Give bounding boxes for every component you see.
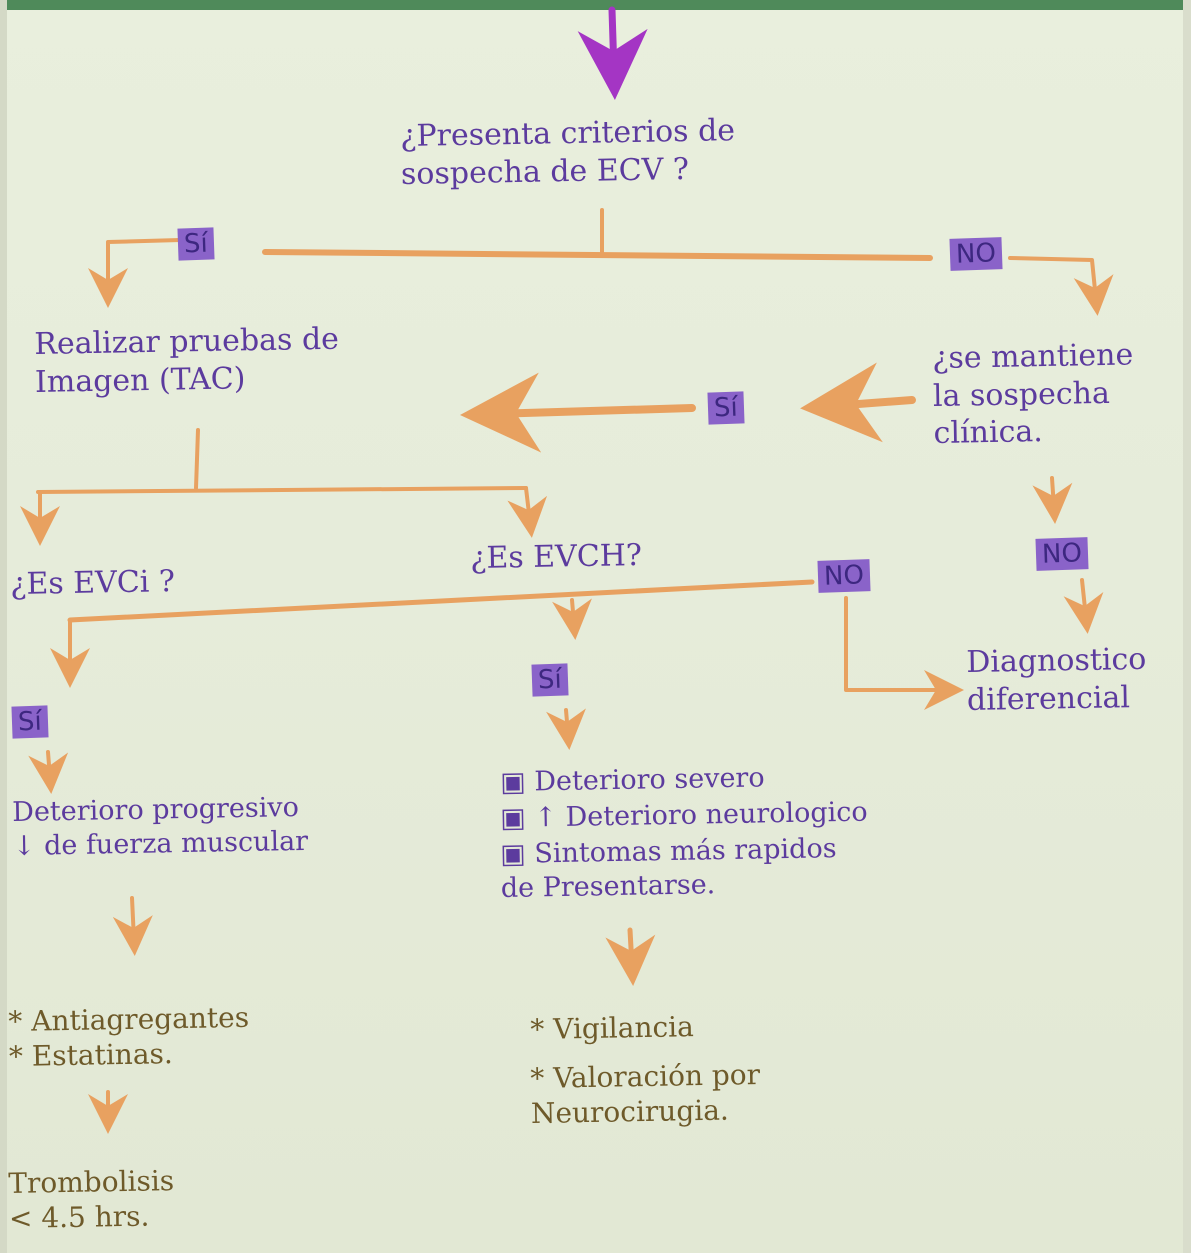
checkbox-icon: ▣ — [500, 837, 535, 870]
evch-finding-text: ↑ Deterioro neurologico — [534, 796, 868, 834]
yes-tag-keep: Sí — [707, 391, 745, 425]
keep-yes-arrow-1 — [800, 362, 916, 443]
yes-tag-main: Sí — [177, 227, 215, 261]
left-page-edge — [0, 0, 7, 1253]
yes-tag-evci: Sí — [11, 705, 49, 739]
evch-management-item: * Vigilancia — [530, 1010, 695, 1046]
evci-treatment: * Antiagregantes * Estatinas. — [8, 1000, 250, 1073]
evci-yes-down-arrow — [28, 750, 69, 794]
evch-findings-list: ▣ Deterioro severo ▣ ↑ Deterioro neurolo… — [500, 762, 869, 905]
no-tag-main: NO — [949, 237, 1003, 271]
evch-no-line — [67, 579, 815, 623]
yes-branch-left — [88, 238, 182, 308]
top-entry-arrow — [577, 6, 648, 100]
top-paper-band — [0, 0, 1191, 10]
checkbox-icon: ▣ — [500, 802, 535, 834]
evch-finding-text: Deterioro severo — [534, 762, 765, 798]
differential-diagnosis: Diagnostico diferencial — [966, 641, 1147, 718]
main-branch-line — [262, 249, 933, 261]
question-main: ¿Presenta criterios de sospecha de ECV ? — [400, 113, 736, 192]
evch-findings-down-arrow — [605, 927, 656, 986]
keep-no-arrow — [1032, 476, 1073, 524]
keep-yes-arrow-2 — [460, 372, 696, 453]
imaging-stem — [194, 428, 200, 490]
evch-finding-item: ▣ Deterioro severo — [500, 760, 868, 800]
no-tag-keep: NO — [1035, 537, 1089, 571]
step-imaging: Realizar pruebas de Imagen (TAC) — [34, 321, 340, 400]
evch-yes-arrow — [552, 598, 592, 640]
yes-tag-evch: Sí — [531, 663, 569, 697]
question-keep-suspicion: ¿se mantiene la sospecha clínica. — [932, 337, 1134, 451]
evch-finding-item: ▣ ↑ Deterioro neurologico — [500, 795, 868, 835]
question-evch: ¿Es EVCH? — [470, 538, 643, 576]
no-to-diagnosis-path — [844, 596, 964, 710]
evci-findings-down-arrow — [112, 896, 153, 956]
evch-finding-item: ▣ Sintomas más rapidos de Presentarse. — [500, 831, 869, 905]
evch-management-item: * Valoración por Neurocirugia. — [530, 1057, 761, 1130]
no-branch-right — [1008, 256, 1114, 316]
no-tag-evch: NO — [817, 559, 871, 593]
imaging-to-evch — [507, 486, 548, 538]
checkbox-icon: ▣ — [500, 766, 535, 798]
imaging-split-line — [36, 486, 528, 494]
right-page-edge — [1183, 0, 1191, 1253]
no-to-diagnosis-arrow — [1063, 578, 1104, 634]
evci-findings: Deterioro progresivo ↓ de fuerza muscula… — [12, 791, 309, 862]
evch-finding-text: Sintomas más rapidos de Presentarse. — [500, 832, 837, 904]
question-evci: ¿Es EVCi ? — [10, 564, 176, 602]
evci-thrombolysis: Trombolisis < 4.5 hrs. — [8, 1164, 175, 1235]
evch-management-list: * Vigilancia * Valoración por Neurocirug… — [530, 1010, 761, 1131]
evch-yes-down-arrow — [546, 708, 586, 750]
